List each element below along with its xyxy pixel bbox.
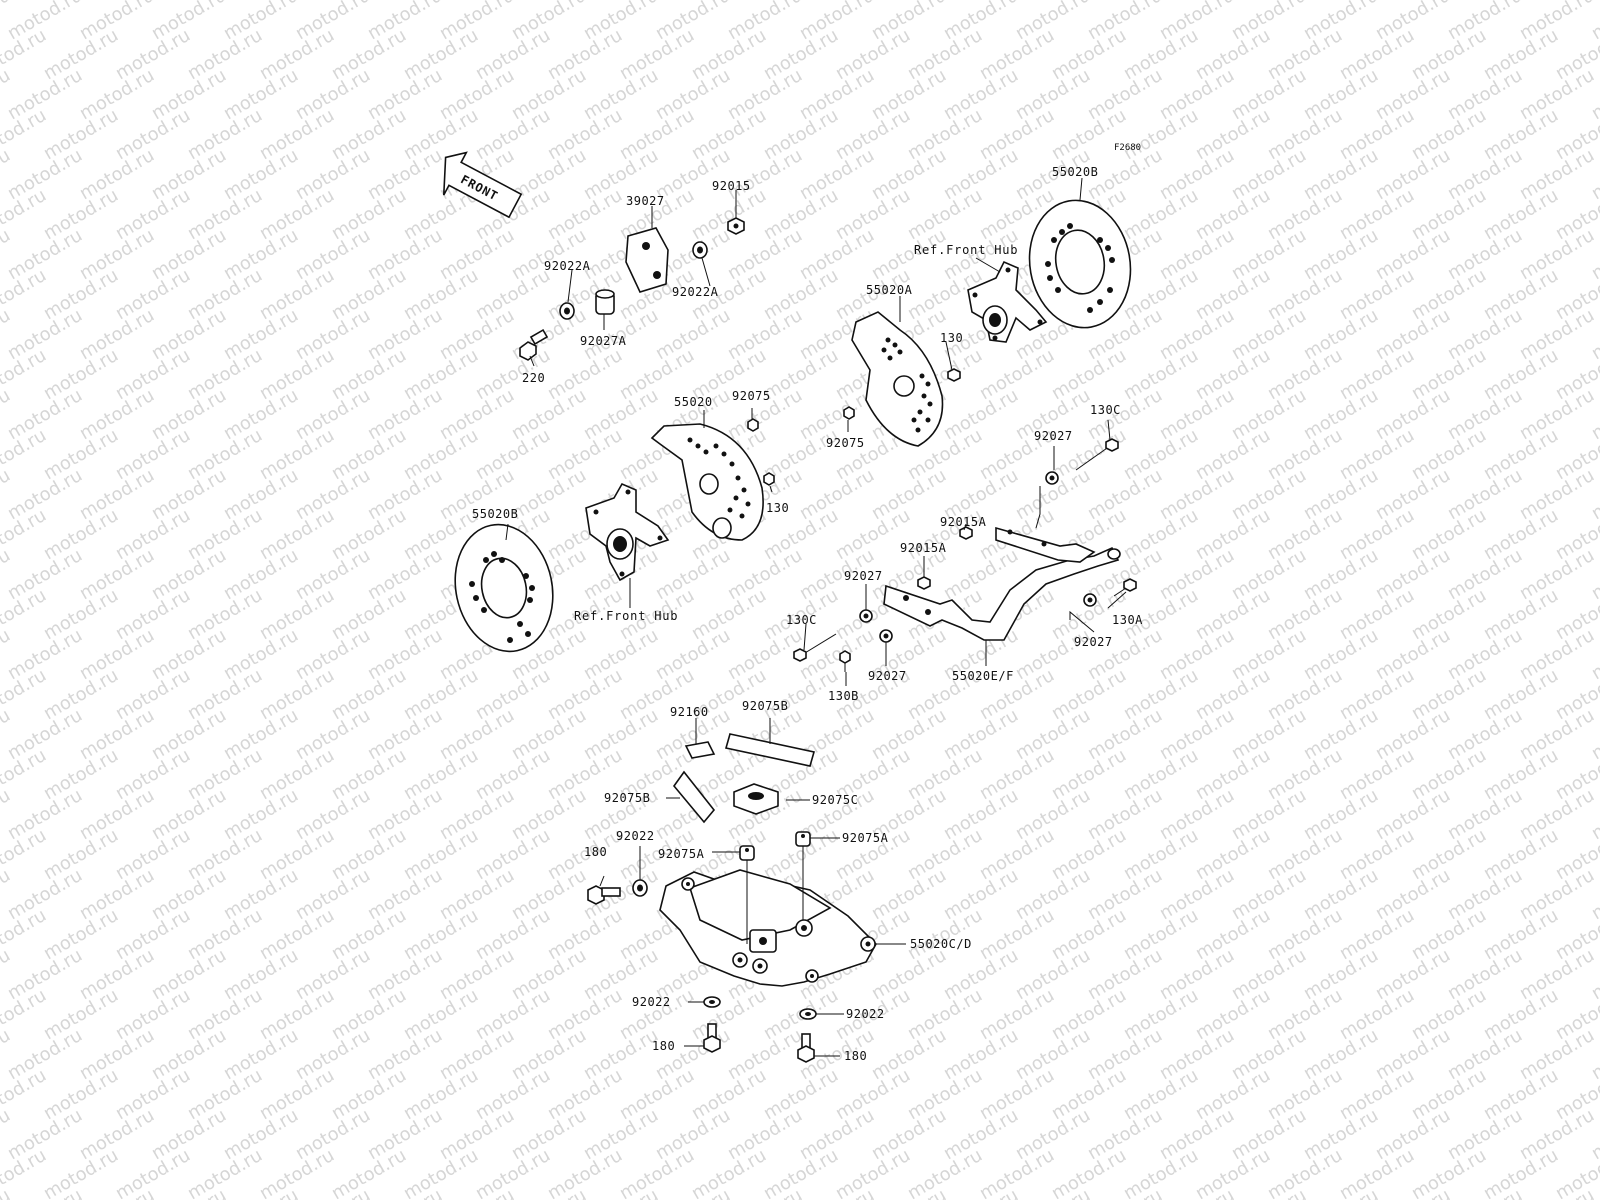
label-130A: 130A [1112, 613, 1143, 627]
label-92027-bottom: 92027 [868, 669, 907, 683]
label-55020A: 55020A [866, 283, 913, 297]
label-ref-front-hub-top: Ref.Front Hub [914, 243, 1018, 257]
label-92075-mid: 92075 [732, 389, 771, 403]
damper-92075A-left [739, 845, 755, 861]
label-92160: 92160 [670, 705, 709, 719]
label-39027: 39027 [626, 194, 665, 208]
label-130C-top: 130C [1090, 403, 1121, 417]
label-92022-left: 92022 [616, 829, 655, 843]
bolt-92075-mid [747, 418, 759, 432]
washer-92027-bottom [879, 629, 893, 643]
bolt-130-mid [763, 472, 775, 486]
label-92075C: 92075C [812, 793, 858, 807]
label-92027A: 92027A [580, 334, 627, 348]
label-92022A-top: 92022A [544, 259, 591, 273]
washer-92022-bottom-right [799, 1008, 817, 1020]
bolt-92075-top [843, 406, 855, 420]
label-180-left: 180 [584, 845, 607, 859]
label-220: 220 [522, 371, 545, 385]
label-ref-front-hub-left: Ref.Front Hub [574, 609, 678, 623]
label-92075B-top: 92075B [742, 699, 788, 713]
diagram-code: F2680 [1114, 143, 1141, 153]
label-92015: 92015 [712, 179, 751, 193]
washer-92022-bottom-left [703, 996, 721, 1008]
label-55020EF: 55020E/F [952, 669, 1014, 683]
label-92075A-right: 92075A [842, 831, 889, 845]
label-180-bottom-left: 180 [652, 1039, 675, 1053]
label-92075-top: 92075 [826, 436, 865, 450]
label-130-mid: 130 [766, 501, 789, 515]
label-92022-bottom-left: 92022 [632, 995, 671, 1009]
washer-92027-right [1083, 593, 1097, 607]
brake-disc-55020B-left [454, 523, 554, 653]
label-92075A-left: 92075A [658, 847, 705, 861]
washer-92027-mid [859, 609, 873, 623]
label-92027-top: 92027 [1034, 429, 1073, 443]
washer-92027-top [1045, 471, 1059, 485]
label-130C-bottom: 130C [786, 613, 817, 627]
label-55020: 55020 [674, 395, 713, 409]
washer-92022A-top [559, 302, 575, 320]
label-92027-mid: 92027 [844, 569, 883, 583]
label-130-top: 130 [940, 331, 963, 345]
label-92015A-top: 92015A [940, 515, 987, 529]
label-180-bottom-right: 180 [844, 1049, 867, 1063]
nut-92015 [727, 217, 745, 235]
damper-92075A-right [795, 831, 811, 847]
collar-92027A [595, 289, 615, 315]
label-55020B-left: 55020B [472, 507, 518, 521]
label-55020CD: 55020C/D [910, 937, 972, 951]
bracket-39027 [625, 227, 669, 293]
nut-92015A-mid [917, 576, 931, 590]
label-55020B-top: 55020B [1052, 165, 1098, 179]
label-92027-right: 92027 [1074, 635, 1113, 649]
washer-92022A-right [692, 241, 708, 259]
bolt-130-top [947, 368, 961, 382]
label-92075B-left: 92075B [604, 791, 650, 805]
label-130B: 130B [828, 689, 859, 703]
label-92022-bottom-right: 92022 [846, 1007, 885, 1021]
bolt-130B [839, 650, 851, 672]
washer-92022-left [632, 879, 648, 897]
label-92015A-mid: 92015A [900, 541, 947, 555]
label-92022A-right: 92022A [672, 285, 719, 299]
